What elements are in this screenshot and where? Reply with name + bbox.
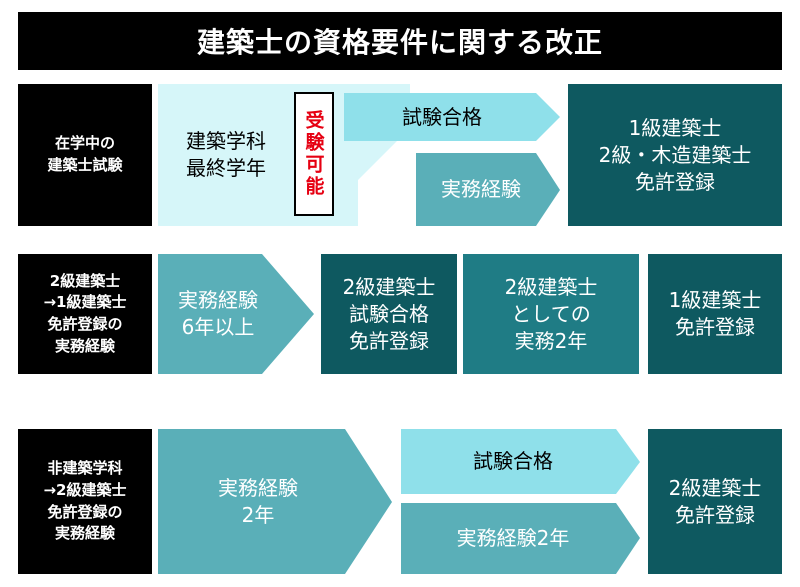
row3-label-line1: 非建築学科: [47, 459, 123, 477]
row3-result-line1: 2級建築士: [668, 475, 762, 500]
row2-step2-box: 2級建築士 試験合格 免許登録: [321, 254, 457, 374]
row3-label-line2: →2級建築士: [43, 480, 127, 499]
row1-start-line1: 建築学科: [186, 129, 266, 153]
row3-start-line2: 2年: [241, 502, 275, 527]
row3-start-arrow: [158, 429, 392, 574]
row2-start-line2: 6年以上: [181, 315, 255, 339]
row3-label: 非建築学科 →2級建築士 免許登録の 実務経験: [18, 429, 152, 574]
row1-result-box: 1級建築士 2級・木造建築士 免許登録: [568, 84, 782, 226]
row1-result-line3: 免許登録: [635, 169, 715, 194]
row2-label: 2級建築士 →1級建築士 免許登録の 実務経験: [18, 254, 152, 374]
row1-label: 在学中の 建築士試験: [18, 84, 152, 226]
exam-eligible-stamp: 受験可能: [294, 92, 334, 216]
row3-lower-arrow: [401, 503, 640, 574]
row2-step2-line1: 2級建築士: [342, 274, 436, 299]
row2-step2-line3: 免許登録: [349, 328, 429, 353]
row1-upper-text: 試験合格: [402, 104, 482, 129]
row3-upper-arrow: [401, 429, 640, 494]
row1-lower-arrow: [416, 153, 560, 226]
row2-result-line2: 免許登録: [675, 315, 755, 339]
row2-label-line1: 2級建築士: [49, 271, 121, 290]
row2-step3-line2: としての: [511, 301, 591, 326]
row1-label-line2: 建築士試験: [47, 156, 123, 174]
row1-start-line2: 最終学年: [186, 156, 266, 180]
row1-start-text: 建築学科 最終学年: [158, 84, 294, 226]
row3-upper-text: 試験合格: [473, 449, 553, 473]
row2-result-box: 1級建築士 免許登録: [648, 254, 782, 374]
row1-result-line2: 2級・木造建築士: [598, 142, 752, 167]
row3-result-line2: 免許登録: [675, 502, 755, 527]
row3-label-line4: 実務経験: [54, 524, 115, 543]
row2-step3-box: 2級建築士 としての 実務2年: [463, 254, 639, 374]
row1-lower-text: 実務経験: [441, 177, 521, 201]
row2-label-line2: →1級建築士: [43, 293, 127, 312]
row2-start-line1: 実務経験: [178, 288, 258, 312]
row2-step3-line3: 実務2年: [514, 328, 588, 353]
row2-start-arrow: [158, 254, 314, 374]
row1-label-line1: 在学中の: [54, 134, 115, 153]
row3-lower-text: 実務経験2年: [456, 526, 570, 550]
row2-step3-line1: 2級建築士: [504, 274, 598, 299]
row2-label-line4: 実務経験: [54, 336, 115, 355]
row3-start-line1: 実務経験: [218, 475, 298, 500]
row2-result-line1: 1級建築士: [668, 288, 762, 312]
page-title: 建築士の資格要件に関する改正: [18, 12, 782, 70]
row2-start-text: 実務経験 6年以上: [158, 254, 278, 374]
row3-result-box: 2級建築士 免許登録: [648, 429, 782, 574]
row3-start-text: 実務経験 2年: [158, 429, 358, 574]
row1-result-line1: 1級建築士: [628, 115, 722, 140]
row3-label-line3: 免許登録の: [47, 502, 123, 521]
row1-upper-arrow: [344, 93, 560, 141]
row2-label-line3: 免許登録の: [47, 315, 123, 333]
row2-step2-line2: 試験合格: [349, 301, 429, 326]
